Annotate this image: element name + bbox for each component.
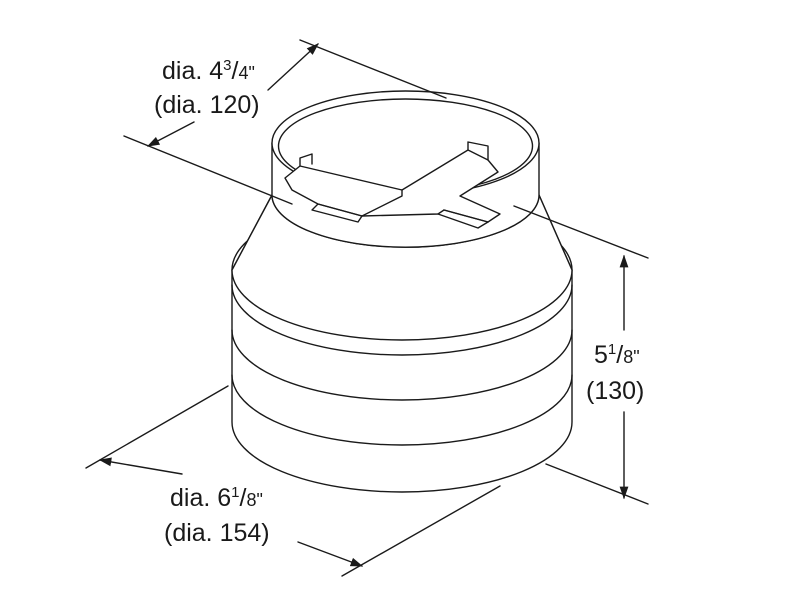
middle-band-line-1 xyxy=(231,329,573,401)
top-dimension-arrow-left xyxy=(146,121,195,147)
bracket-center-fold xyxy=(361,189,403,217)
bottom-diameter-dimension xyxy=(85,385,501,577)
bracket-flange-right xyxy=(437,209,489,229)
upper-band-line xyxy=(231,284,573,356)
height-metric: (130) xyxy=(586,377,645,405)
top-diameter-slash: / xyxy=(231,57,239,85)
height-denominator: 8" xyxy=(623,347,640,367)
bottom-diameter-numerator: 1 xyxy=(231,484,240,501)
bottom-diameter-denominator: 8" xyxy=(246,490,263,510)
top-extension-line-left xyxy=(123,135,293,205)
top-diameter-prefix: dia. 4 xyxy=(162,57,224,85)
height-slash: / xyxy=(616,341,624,369)
top-diameter-metric: (dia. 120) xyxy=(154,91,260,119)
height-prefix: 5 xyxy=(594,341,608,369)
bracket-flange-left xyxy=(311,203,363,223)
top-diameter-dimension xyxy=(123,39,447,205)
top-diameter-denominator: 4" xyxy=(238,63,255,83)
top-dimension-arrow-right xyxy=(267,43,319,91)
height-numerator: 1 xyxy=(607,341,617,358)
cross-bracket xyxy=(284,141,501,229)
bottom-diameter-slash: / xyxy=(239,484,247,512)
bottom-diameter-metric: (dia. 154) xyxy=(164,519,270,547)
bottom-diameter-prefix: dia. 6 xyxy=(170,484,232,512)
bracket-tab-right xyxy=(467,141,489,161)
height-dimension xyxy=(513,205,649,505)
bottom-dimension-arrow-left xyxy=(98,457,183,475)
bottom-diameter-label: dia. 61/8" xyxy=(170,483,263,515)
height-extension-line-top xyxy=(513,205,649,259)
height-extension-line-bottom xyxy=(545,463,649,505)
bottom-dimension-arrow-right xyxy=(297,541,364,567)
bracket-tab-left xyxy=(299,153,313,167)
bottom-extension-line-left xyxy=(85,385,229,469)
height-label: 51/8" xyxy=(594,340,640,372)
bottom-extension-line-right xyxy=(341,485,501,577)
top-diameter-numerator: 3 xyxy=(223,57,232,74)
top-extension-line-right xyxy=(299,39,447,99)
top-diameter-label: dia. 43/4" xyxy=(162,56,255,88)
middle-band-line-2 xyxy=(231,374,573,446)
